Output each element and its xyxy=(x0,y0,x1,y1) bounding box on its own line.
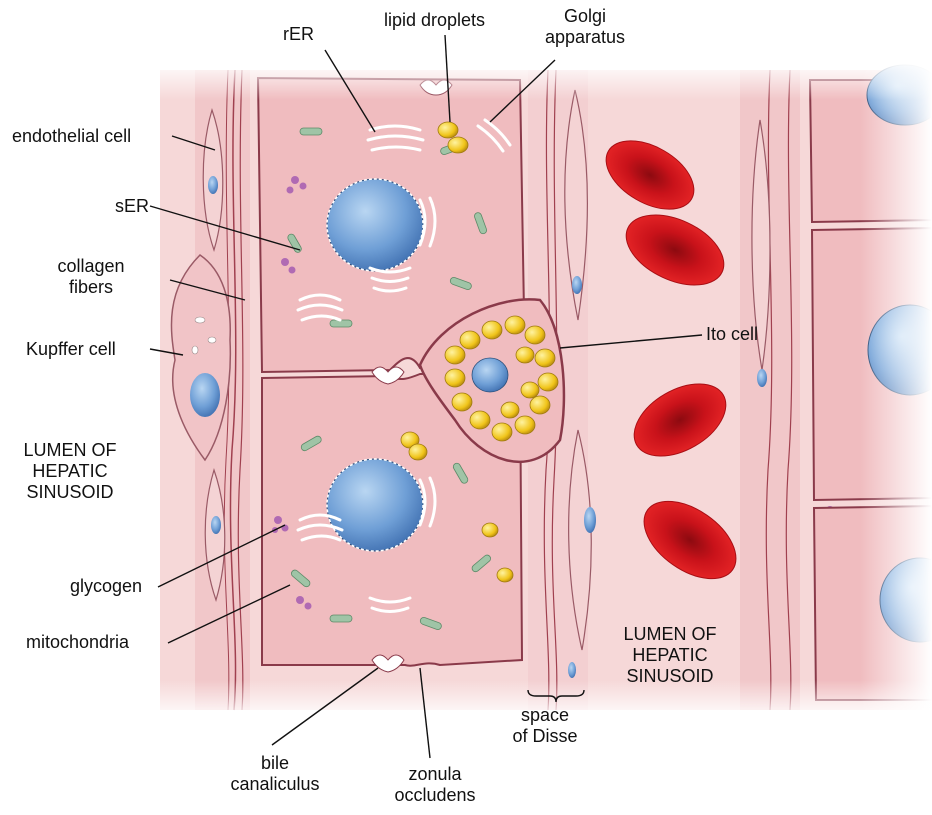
label-collagen-fibers: collagen fibers xyxy=(26,256,156,298)
label-collagen-line1: collagen xyxy=(26,256,156,277)
label-bile-line1: bile xyxy=(210,753,340,774)
label-lumen-right-line3: SINUSOID xyxy=(600,666,740,687)
label-endothelial-cell: endothelial cell xyxy=(12,126,131,147)
label-lumen-right-line2: HEPATIC xyxy=(600,645,740,666)
label-kupffer-cell: Kupffer cell xyxy=(26,339,116,360)
label-mitochondria: mitochondria xyxy=(26,632,129,653)
label-sER: sER xyxy=(115,196,149,217)
label-golgi: Golgi apparatus xyxy=(530,6,640,48)
label-lumen-left-line3: SINUSOID xyxy=(5,482,135,503)
label-zonula-occludens: zonula occludens xyxy=(370,764,500,806)
label-bile-canaliculus: bile canaliculus xyxy=(210,753,340,795)
label-glycogen: glycogen xyxy=(70,576,142,597)
label-lumen-left-line1: LUMEN OF xyxy=(5,440,135,461)
label-bile-line2: canaliculus xyxy=(210,774,340,795)
label-lipid-droplets: lipid droplets xyxy=(384,10,485,31)
right-sinusoid-wall xyxy=(740,70,800,710)
label-golgi-line1: Golgi xyxy=(530,6,640,27)
label-lumen-right-line1: LUMEN OF xyxy=(600,624,740,645)
label-lumen-left-line2: HEPATIC xyxy=(5,461,135,482)
label-disse-line1: space xyxy=(495,705,595,726)
label-golgi-line2: apparatus xyxy=(530,27,640,48)
label-ito-cell: Ito cell xyxy=(706,324,758,345)
label-space-of-disse: space of Disse xyxy=(495,705,595,747)
label-zonula-line2: occludens xyxy=(370,785,500,806)
label-disse-line2: of Disse xyxy=(495,726,595,747)
label-lumen-right: LUMEN OF HEPATIC SINUSOID xyxy=(600,624,740,687)
label-lumen-left: LUMEN OF HEPATIC SINUSOID xyxy=(5,440,135,503)
label-zonula-line1: zonula xyxy=(370,764,500,785)
label-collagen-line2: fibers xyxy=(26,277,156,298)
label-rER: rER xyxy=(283,24,314,45)
